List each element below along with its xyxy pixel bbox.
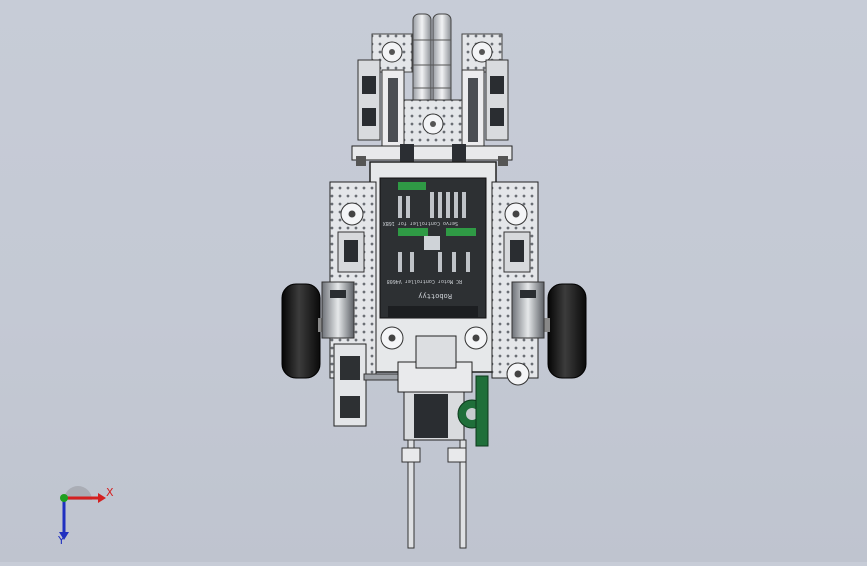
brand-label: Robottyy [418, 292, 452, 300]
left-wheel[interactable] [281, 283, 326, 379]
controller-board[interactable]: Servo Controller for 16BX RC Motor Contr… [379, 177, 487, 319]
motor-controller-label: RC Motor Controller V4608 [387, 278, 462, 284]
y-axis-arrowhead-icon [59, 532, 69, 540]
gripper-assembly[interactable] [351, 13, 513, 170]
x-axis-label: X [106, 486, 114, 499]
tail-rods [401, 439, 467, 549]
y-axis-label: Y [57, 534, 65, 546]
right-drive-motor [511, 281, 545, 339]
rear-gearbox[interactable] [397, 335, 489, 447]
x-axis-arrowhead-icon [98, 493, 106, 503]
servo-controller-label: Servo Controller for 16BX [383, 220, 458, 226]
left-drive-motor [321, 281, 355, 339]
right-wheel[interactable] [542, 283, 587, 379]
axis-triad: X Y [44, 480, 114, 547]
origin-icon [60, 494, 68, 502]
side-servos [337, 231, 531, 273]
